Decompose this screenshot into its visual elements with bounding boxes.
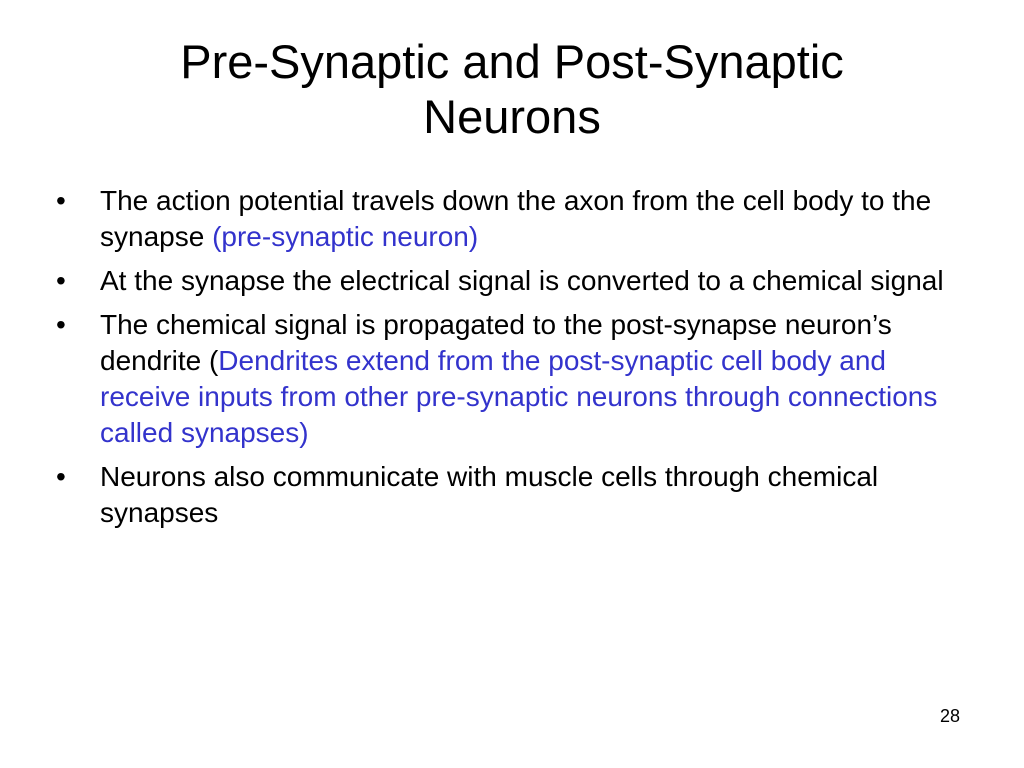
slide-title: Pre-Synaptic and Post-Synaptic Neurons (40, 34, 984, 144)
bullet-marker: • (56, 265, 66, 296)
bullet-marker: • (56, 461, 66, 492)
bullet-highlight: Dendrites extend from the post-synaptic … (100, 345, 938, 448)
bullet-text: Neurons also communicate with muscle cel… (100, 461, 879, 528)
bullet-text: At the synapse the electrical signal is … (100, 265, 944, 296)
bullet-list: • The action potential travels down the … (56, 183, 956, 539)
page-number: 28 (939, 706, 960, 726)
title-line-1: Pre-Synaptic and Post-Synaptic (180, 35, 844, 88)
bullet-marker: • (56, 309, 66, 340)
bullet-item-synapse-conversion: • At the synapse the electrical signal i… (56, 263, 956, 299)
title-line-2: Neurons (423, 90, 601, 143)
bullet-highlight: (pre-synaptic neuron) (212, 221, 479, 252)
bullet-marker: • (56, 185, 66, 216)
bullet-item-chemical-signal: • The chemical signal is propagated to t… (56, 307, 956, 451)
bullet-text: The chemical signal is propagated to the… (100, 309, 892, 376)
bullet-item-muscle-cells: • Neurons also communicate with muscle c… (56, 459, 956, 531)
bullet-item-action-potential: • The action potential travels down the … (56, 183, 956, 255)
bullet-text: The action potential travels down the ax… (100, 185, 932, 252)
